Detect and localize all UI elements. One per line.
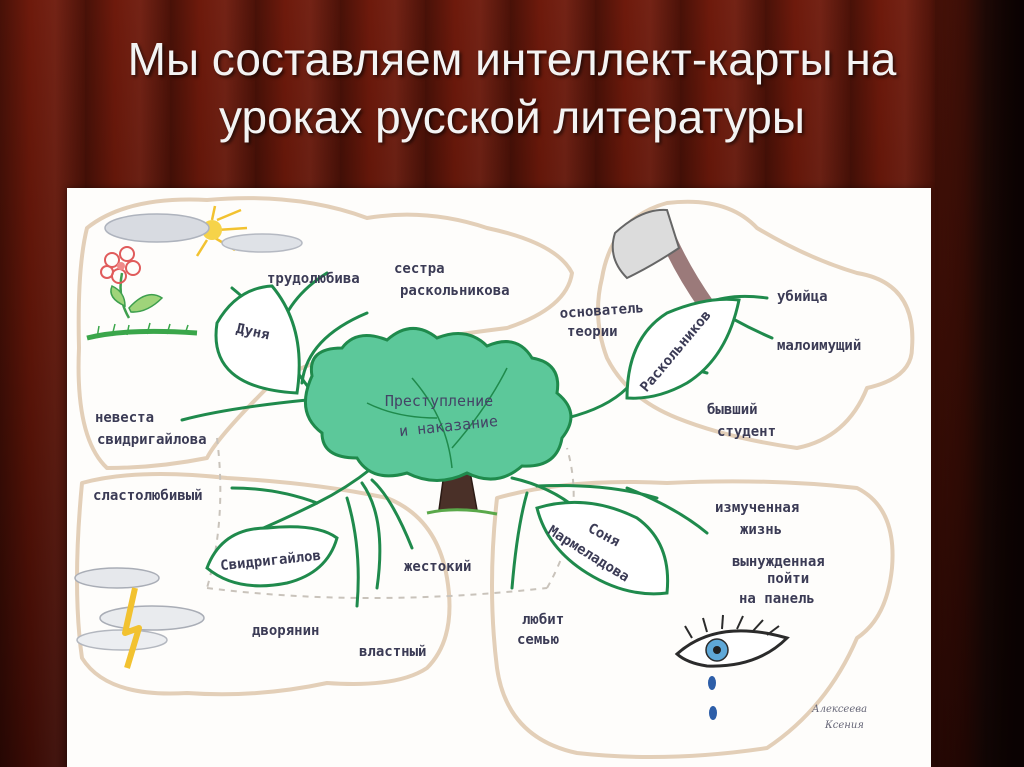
tear-drop-2 xyxy=(709,706,717,720)
flower-icon xyxy=(86,246,198,341)
eye-icon xyxy=(674,614,790,720)
lightning-icon xyxy=(122,587,142,669)
signature-line-1: Алексеева xyxy=(811,704,867,715)
title-line-2: уроках русской литературы xyxy=(219,91,805,143)
mind-map-photo: Преступление и наказание Дуня трудолюбив… xyxy=(67,188,931,767)
center-title-line-1: Преступление xyxy=(385,392,493,410)
title-line-1: Мы составляем интеллект-карты на xyxy=(127,33,897,85)
attr-sonya-semyu: семью xyxy=(517,632,559,648)
attr-dunya-nevesta: невеста xyxy=(95,410,154,426)
attr-raskolnikov-ubiytsa: убийца xyxy=(777,289,828,305)
attr-dunya-sestra: сестра xyxy=(394,261,445,277)
tear-drop-1 xyxy=(708,676,716,690)
mind-map-drawing: Преступление и наказание Дуня трудолюбив… xyxy=(74,196,915,759)
attr-svidrigailov-zhestokiy: жестокий xyxy=(404,559,471,575)
cloud-left xyxy=(104,213,210,243)
signature-line-2: Ксения xyxy=(824,720,864,731)
outline-sonya-region xyxy=(490,479,895,759)
attr-raskolnikov-byvshiy: бывший xyxy=(707,402,758,418)
leaf-sonya xyxy=(535,500,670,596)
attr-raskolnikov-teorii: теории xyxy=(567,324,618,340)
attr-svidrigailov-slastolyubivyy: сластолюбивый xyxy=(93,488,203,504)
attr-dunya-trudolyubiva: трудолюбива xyxy=(267,271,360,287)
attr-svidrigailov-vlastnyy: властный xyxy=(359,644,426,660)
cloud-right xyxy=(221,233,303,253)
leaf-svidrigailov xyxy=(205,525,339,588)
attr-sonya-zhizn: жизнь xyxy=(740,522,782,538)
attr-sonya-na-panel: на панель xyxy=(739,591,815,607)
curtain-shadow xyxy=(929,0,1024,767)
attr-sonya-izmuchennaya: измученная xyxy=(715,500,799,516)
storm-cloud-icon xyxy=(74,567,205,651)
attr-dunya-raskolnikova: раскольникова xyxy=(400,283,510,299)
outline-svidrigailov-region xyxy=(75,472,452,697)
attr-sonya-poyti: пойти xyxy=(767,571,809,587)
leaf-label-dunya: Дуня xyxy=(235,321,271,344)
attr-sonya-vynuzhdennaya: вынужденная xyxy=(732,554,825,570)
attr-svidrigailov-dvoryanin: дворянин xyxy=(252,623,319,639)
attr-raskolnikov-osnovatel: основатель xyxy=(559,300,644,322)
cloud-sun-icon xyxy=(104,205,303,257)
axe-icon xyxy=(611,208,715,314)
slide-title: Мы составляем интеллект-карты на уроках … xyxy=(0,30,1024,146)
attr-dunya-svidrigailova: свидригайлова xyxy=(97,432,207,448)
attr-raskolnikov-student: студент xyxy=(717,424,776,440)
leaf-raskolnikov xyxy=(625,297,741,400)
tree-crown xyxy=(304,327,573,482)
crown-veins xyxy=(366,367,508,469)
attr-raskolnikov-maloimushchiy: малоимущий xyxy=(777,338,861,354)
attr-sonya-lyubit: любит xyxy=(522,612,564,628)
leaf-dunya xyxy=(214,284,301,395)
leaves xyxy=(205,284,741,596)
